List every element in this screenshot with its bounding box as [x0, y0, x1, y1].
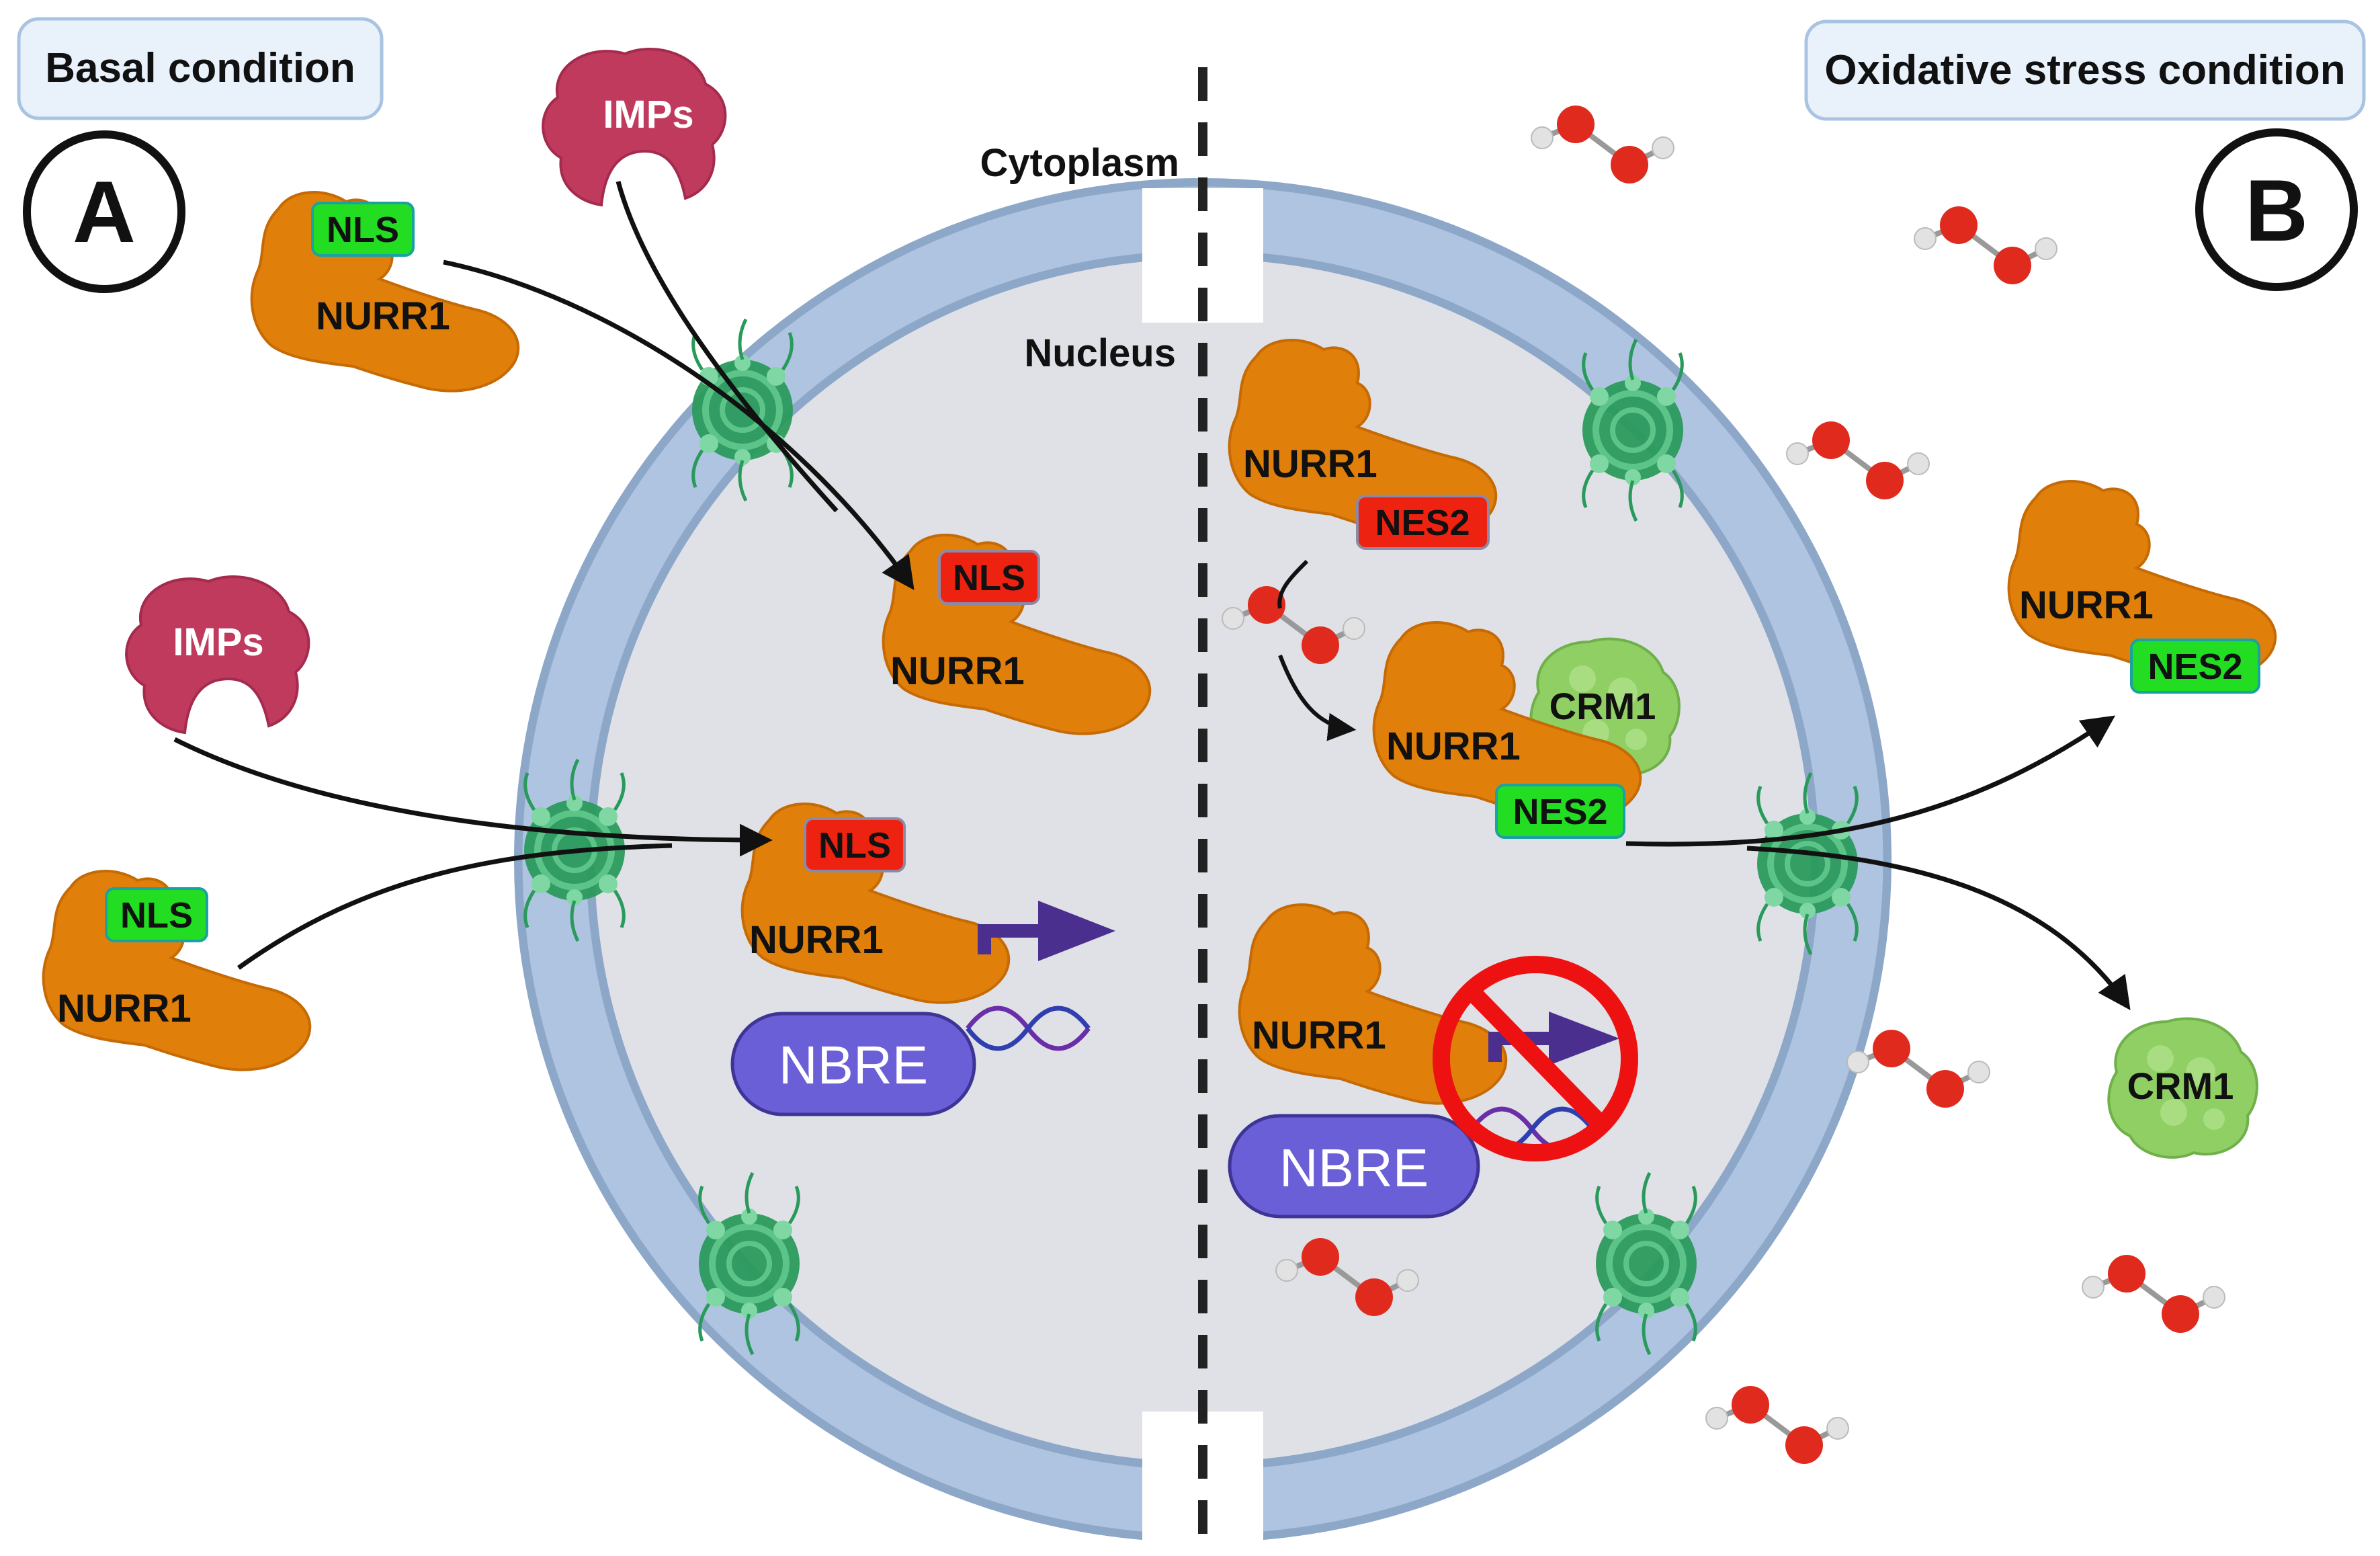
panel-a-letter: A [73, 163, 136, 261]
nls-tag-inactive: NLS [938, 550, 1040, 605]
nurr1-label: NURR1 [2019, 583, 2154, 627]
nes2-label: NES2 [1513, 792, 1607, 832]
hydrogen-peroxide-icon [1531, 106, 1674, 183]
nls-label: NLS [327, 210, 399, 250]
nls-tag-inactive: NLS [804, 817, 906, 872]
nurr1-nucleus-a: NURR1 [882, 534, 1152, 735]
nurr1-label: NURR1 [57, 987, 192, 1030]
import-arrow [443, 259, 915, 591]
nls-label: NLS [818, 825, 891, 866]
hydrogen-peroxide-icon [1787, 421, 1929, 499]
nurr1-nucleus-b2: NURR1 [1372, 621, 1642, 823]
nbre-a: NBRE [730, 1012, 976, 1116]
nurr1-cytoplasm-bottom: NURR1 [42, 870, 312, 1071]
nurr1-label: NURR1 [749, 918, 884, 962]
nurr1-nucleus-b1: NURR1 [1228, 339, 1498, 540]
nucleus-label: Nucleus [1024, 331, 1176, 375]
nes2-label: NES2 [1375, 503, 1470, 543]
nls-tag: NLS [105, 887, 208, 942]
nls-tag: NLS [311, 202, 415, 257]
nls-label: NLS [953, 558, 1025, 598]
crm1-label: CRM1 [2127, 1065, 2234, 1107]
nes2-label: NES2 [2148, 647, 2242, 687]
nbre-label: NBRE [779, 1035, 928, 1095]
nbre-label: NBRE [1279, 1138, 1429, 1198]
nurr1-label: NURR1 [1252, 1014, 1386, 1057]
nurr1-nucleus-b3: NURR1 [1238, 903, 1508, 1105]
hydrogen-peroxide-icon [2082, 1255, 2225, 1333]
cytoplasm-label: Cytoplasm [980, 141, 1179, 185]
nurr1-cytoplasm-top: NURR1 [250, 191, 520, 393]
panel-a-badge: A [23, 130, 185, 293]
export-arrow [1746, 846, 2131, 1011]
prohibition-icon [1433, 956, 1638, 1161]
oxidation-arrow [1278, 654, 1357, 741]
panel-b-badge: B [2195, 128, 2358, 291]
nurr1-cytoplasm-b: NURR1 [2007, 480, 2277, 682]
crm1-free: CRM1 [2107, 1017, 2258, 1159]
imps-label: IMPs [173, 620, 263, 664]
nes2-tag: NES2 [2130, 639, 2260, 694]
imps-label: IMPs [603, 93, 693, 136]
nes2-tag-inactive: NES2 [1356, 495, 1490, 550]
imps-top: IMPs [542, 47, 727, 206]
import-arrow [173, 737, 773, 857]
oxidative-condition-label: Oxidative stress condition [1824, 47, 2345, 93]
export-arrow [1625, 715, 2116, 847]
hydrogen-peroxide-icon [1847, 1030, 1990, 1108]
nurr1-label: NURR1 [316, 294, 450, 338]
hydrogen-peroxide-icon [1914, 206, 2057, 284]
basal-condition-label: Basal condition [45, 45, 355, 91]
nes2-tag: NES2 [1495, 784, 1625, 839]
crm1-bound: CRM1 [1529, 637, 1681, 779]
nurr1-label: NURR1 [890, 649, 1025, 693]
import-arrow [237, 843, 673, 970]
nbre-b: NBRE [1228, 1114, 1480, 1219]
panel-b-letter: B [2245, 161, 2308, 259]
crm1-label: CRM1 [1549, 685, 1656, 727]
oxidation-arrow [1277, 559, 1309, 609]
nurr1-label: NURR1 [1386, 725, 1521, 768]
import-arrow [615, 181, 839, 513]
transcription-arrow-icon [978, 901, 1115, 961]
hydrogen-peroxide-icon [1706, 1386, 1848, 1464]
oxidative-condition-box: Oxidative stress condition [1804, 19, 2366, 121]
basal-condition-box: Basal condition [17, 17, 384, 120]
nls-label: NLS [120, 895, 193, 936]
nurr1-nucleus-a2: NURR1 [740, 803, 1011, 1004]
nurr1-label: NURR1 [1243, 442, 1377, 486]
imps-left: IMPs [125, 575, 310, 734]
